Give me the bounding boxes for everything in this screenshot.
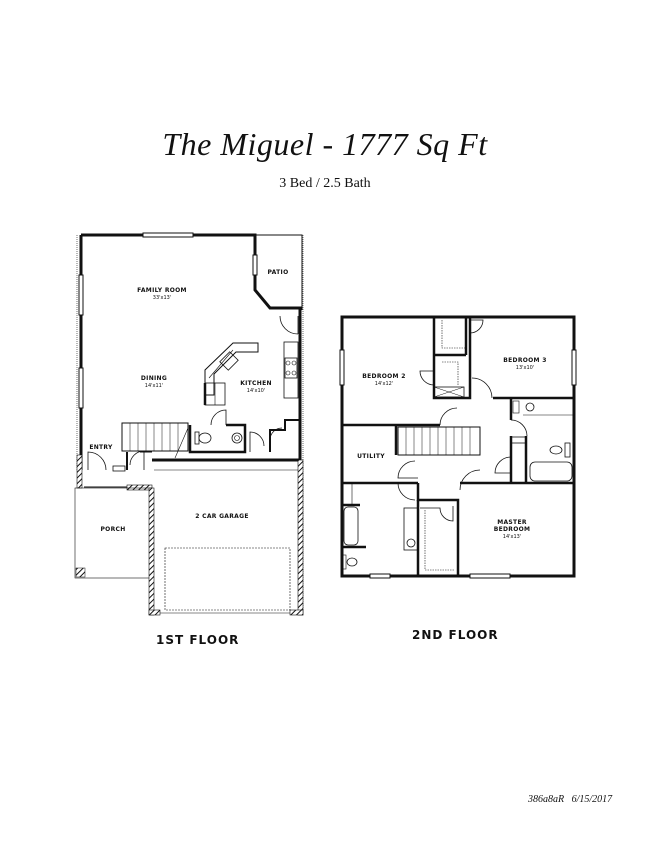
room-dims-dining: 14'x11' [145,383,163,389]
room-label-master-bedroom: BEDROOM [494,526,531,533]
room-label-family-room: FAMILY ROOM [137,287,187,294]
plan-date: 6/15/2017 [571,794,613,805]
room-label-bedroom-3: BEDROOM 3 [503,357,546,364]
room-label-dining: DINING [141,375,167,382]
room-label-kitchen: KITCHEN [240,380,272,387]
second-floor-label: 2ND FLOOR [412,628,499,642]
plan-code: 386a8aR [528,794,565,805]
room-label-master: MASTER [497,519,527,526]
plan-subtitle: 3 Bed / 2.5 Bath [279,176,371,191]
room-dims-bedroom-2: 14'x12' [375,381,393,387]
room-label-entry: ENTRY [89,444,113,451]
room-label-porch: PORCH [100,526,125,533]
first-floor-label: 1ST FLOOR [156,633,240,647]
room-dims-master-bedroom: 14'x13' [503,534,521,540]
room-label-utility: UTILITY [357,453,385,460]
room-label-patio: PATIO [268,269,289,276]
room-label-garage: 2 CAR GARAGE [195,513,248,520]
room-label-bedroom-2: BEDROOM 2 [362,373,405,380]
second-floor-plan: BEDROOM 2 14'x12' BEDROOM 3 13'x10' UTIL… [339,315,577,579]
first-floor-plan: FAMILY ROOM 33'x13' PATIO DINING 14'x11'… [74,232,304,616]
room-dims-family-room: 33'x13' [153,295,171,301]
room-dims-kitchen: 14'x10' [247,388,265,394]
plan-title: The Miguel - 1777 Sq Ft [162,126,488,162]
plan-footer: 386a8aR 6/15/2017 [528,794,612,805]
room-dims-bedroom-3: 13'x10' [516,365,534,371]
